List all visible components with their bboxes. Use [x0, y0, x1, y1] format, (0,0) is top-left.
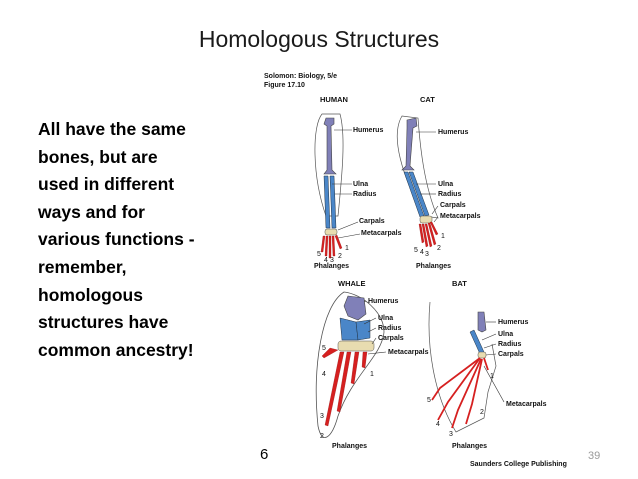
human-digit-1: 1	[345, 245, 349, 252]
cat-label-ulna: Ulna	[438, 181, 453, 188]
whale-label-humerus: Humerus	[368, 298, 398, 305]
cat-digit-1: 1	[441, 233, 445, 240]
cat-carpals	[419, 215, 433, 224]
figure-id: Figure 17.10	[264, 82, 305, 89]
body-line: common ancestry!	[38, 339, 194, 360]
bat-label-radius: Radius	[498, 341, 521, 348]
panel-label-bat: BAT	[452, 279, 467, 288]
human-carpals	[324, 228, 338, 236]
whale-digit-2: 2	[320, 433, 324, 440]
body-line: various functions -	[38, 229, 195, 250]
bat-label-ulna: Ulna	[498, 331, 513, 338]
slide-number: 6	[260, 446, 269, 463]
cat-label-phalanges: Phalanges	[416, 263, 451, 270]
human-digit-3: 3	[330, 257, 334, 264]
human-metacarpals-phalanges	[320, 234, 343, 259]
figure-source: Solomon: Biology, 5/e	[264, 73, 337, 80]
whale-metacarpals-phalanges	[321, 347, 368, 427]
whale-limb: 5 4 3 2 1 Humerus Ulna Radius Carpals Me…	[315, 291, 429, 450]
whale-label-metacarpals: Metacarpals	[388, 349, 429, 356]
bat-label-carpals: Carpals	[498, 351, 524, 358]
cat-humerus	[401, 117, 418, 171]
page-number: 39	[588, 450, 601, 462]
body-text: All have the same bones, but are used in…	[38, 116, 248, 364]
whale-digit-4: 4	[322, 371, 326, 378]
cat-label-metacarpals: Metacarpals	[440, 213, 481, 220]
human-digit-4: 4	[324, 257, 328, 264]
panel-label-human: HUMAN	[320, 95, 348, 104]
bat-humerus	[477, 311, 487, 333]
body-line: homologous	[38, 284, 143, 305]
cat-digit-2: 2	[437, 245, 441, 252]
whale-digit-5: 5	[322, 345, 326, 352]
whale-humerus	[343, 295, 367, 321]
human-digit-5: 5	[317, 251, 321, 258]
whale-digit-3: 3	[320, 413, 324, 420]
bat-metacarpals-phalanges	[431, 357, 489, 429]
bat-digit-1: 1	[490, 373, 494, 380]
figure-credit: Saunders College Publishing	[470, 461, 567, 468]
human-ulna-radius	[323, 175, 337, 229]
whale-carpals	[337, 340, 375, 352]
human-humerus	[323, 117, 337, 175]
bat-digit-4: 4	[436, 421, 440, 428]
whale-label-radius: Radius	[378, 325, 401, 332]
bat-label-humerus: Humerus	[498, 319, 528, 326]
body-line: All have the same	[38, 119, 186, 139]
cat-digit-5: 5	[414, 247, 418, 254]
body-line: bones, but are	[38, 146, 158, 167]
human-label-ulna: Ulna	[353, 181, 368, 188]
body-line: remember,	[38, 256, 127, 277]
whale-label-phalanges: Phalanges	[332, 443, 367, 450]
human-label-metacarpals: Metacarpals	[361, 230, 402, 237]
body-line: ways and for	[38, 201, 145, 222]
panel-label-cat: CAT	[420, 95, 435, 104]
cat-digit-4: 4	[420, 249, 424, 256]
human-label-phalanges: Phalanges	[314, 263, 349, 270]
bat-digit-3: 3	[449, 431, 453, 438]
slide-title: Homologous Structures	[198, 26, 440, 52]
bat-label-metacarpals: Metacarpals	[506, 401, 547, 408]
limb-bones-figure: Solomon: Biology, 5/e Figure 17.10 HUMAN…	[264, 73, 567, 468]
body-line: used in different	[38, 174, 175, 195]
body-line: structures have	[38, 312, 169, 333]
human-label-humerus: Humerus	[353, 127, 383, 134]
bat-limb: 5 4 3 2 1 Humerus Ulna Radius Carpals Me…	[427, 301, 547, 450]
panel-label-whale: WHALE	[338, 279, 366, 288]
whale-label-carpals: Carpals	[378, 335, 404, 342]
human-label-carpals: Carpals	[359, 218, 385, 225]
bat-digit-5: 5	[427, 397, 431, 404]
bat-ulna-radius	[469, 329, 485, 355]
human-digit-2: 2	[338, 253, 342, 260]
whale-digit-1: 1	[370, 371, 374, 378]
whale-ulna-radius	[339, 317, 371, 341]
cat-label-carpals: Carpals	[440, 202, 466, 209]
bat-digit-2: 2	[480, 409, 484, 416]
cat-label-radius: Radius	[438, 191, 461, 198]
human-label-radius: Radius	[353, 191, 376, 198]
cat-label-humerus: Humerus	[438, 129, 468, 136]
cat-digit-3: 3	[425, 251, 429, 258]
cat-ulna-radius	[403, 171, 430, 218]
cat-metacarpals-phalanges	[418, 221, 439, 248]
cat-limb: 5 4 3 2 1 Humerus Ulna Radius Carpals Me…	[396, 115, 481, 270]
whale-label-ulna: Ulna	[378, 315, 393, 322]
human-limb: 5 4 3 2 1 Humerus Ulna Radius Carpals Me…	[314, 113, 402, 270]
bat-carpals	[477, 351, 487, 359]
bat-label-phalanges: Phalanges	[452, 443, 487, 450]
